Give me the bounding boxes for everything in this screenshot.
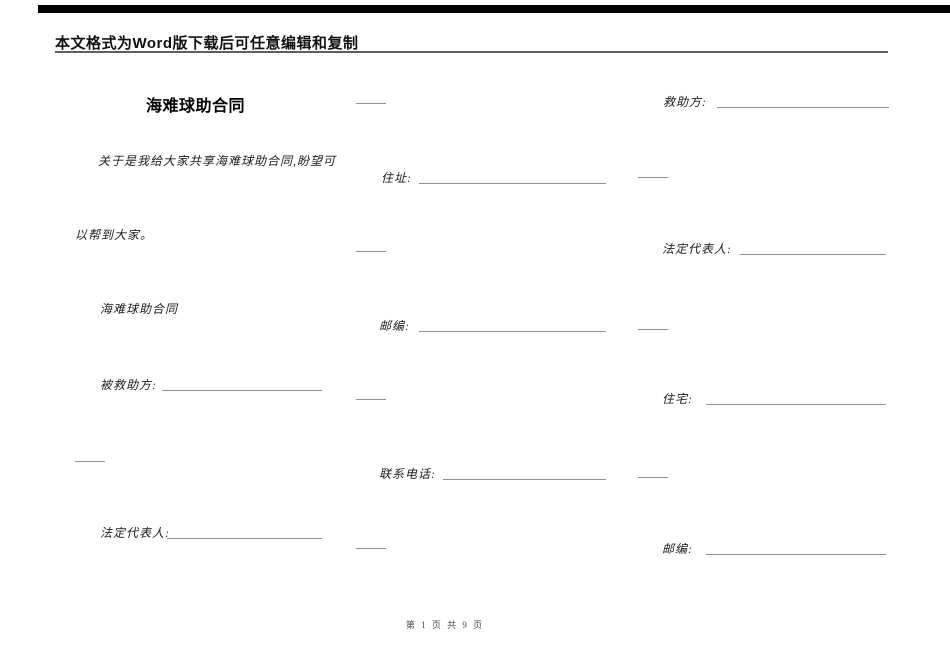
short-blank-middle-4 <box>356 548 386 549</box>
header-notice: 本文格式为Word版下载后可任意编辑和复制 <box>55 35 359 52</box>
short-blank-middle-2 <box>356 251 386 252</box>
legal-rep-left-blank-line <box>167 538 322 539</box>
postcode-middle-blank-line <box>419 331 606 332</box>
legal-rep-right-blank-line <box>740 254 886 255</box>
residence-blank-line <box>706 404 886 405</box>
short-blank-middle-1 <box>356 103 386 104</box>
salvor-label: 救助方: <box>663 95 707 109</box>
doc-subtitle: 海难球助合同 <box>100 302 179 316</box>
address-blank-line <box>419 183 606 184</box>
short-blank-right-2 <box>638 329 668 330</box>
header-rule <box>55 51 888 53</box>
rescued-party-label: 被救助方: <box>100 378 157 392</box>
rescued-party-blank-line <box>162 390 322 391</box>
top-accent-bar <box>38 5 950 13</box>
doc-title: 海难球助合同 <box>146 98 246 115</box>
residence-label: 住宅: <box>662 392 693 406</box>
short-blank-left <box>75 461 105 462</box>
intro-line-2: 以帮到大家。 <box>75 228 154 242</box>
short-blank-right-1 <box>638 177 668 178</box>
short-blank-middle-3 <box>356 399 386 400</box>
phone-blank-line <box>443 479 606 480</box>
salvor-blank-line <box>717 107 889 108</box>
address-label: 住址: <box>381 171 412 185</box>
postcode-right-blank-line <box>706 554 886 555</box>
phone-label: 联系电话: <box>379 467 436 481</box>
intro-line-1: 关于是我给大家共享海难球助合同,盼望可 <box>98 154 337 168</box>
postcode-right-label: 邮编: <box>662 542 693 556</box>
postcode-middle-label: 邮编: <box>379 319 410 333</box>
page-footer: 第 1 页 共 9 页 <box>405 620 485 630</box>
short-blank-right-3 <box>638 477 668 478</box>
legal-rep-right-label: 法定代表人: <box>662 242 732 256</box>
legal-rep-left-label: 法定代表人: <box>100 526 170 540</box>
